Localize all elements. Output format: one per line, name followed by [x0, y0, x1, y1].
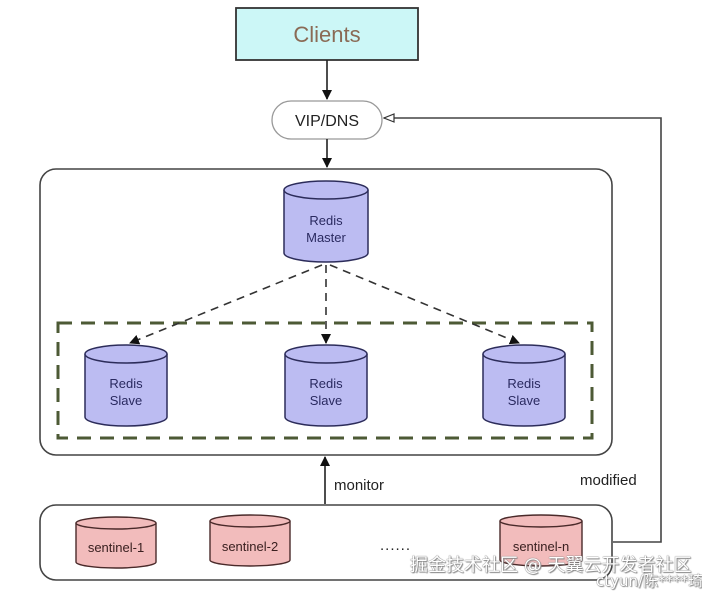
- redis-master-label-line1: Redis: [309, 213, 343, 228]
- sentinel-label: sentinel-n: [513, 539, 569, 554]
- sentinel-node: sentinel-n: [499, 514, 583, 567]
- sentinel-ellipsis: ......: [380, 537, 411, 554]
- watermark-line1: 掘金技术社区 @ 天翼云开发者社区: [410, 555, 692, 576]
- redis-slave-label-line2: Slave: [110, 393, 143, 408]
- master-to-slave-1-arrow: [129, 264, 323, 345]
- sentinel-label: sentinel-2: [222, 539, 278, 554]
- vip-dns-node: VIP/DNS: [271, 100, 383, 140]
- modified-label: modified: [580, 472, 637, 489]
- sentinel-node: sentinel-1: [75, 516, 157, 569]
- modified-return-arrow: [384, 118, 662, 543]
- redis-slave-node: Redis Slave: [482, 344, 566, 427]
- redis-slave-label-line2: Slave: [310, 393, 343, 408]
- redis-slave-label-line1: Redis: [309, 376, 343, 391]
- sentinel-node: sentinel-2: [209, 514, 291, 567]
- replication-arrows: [129, 264, 520, 345]
- redis-slave-label-line1: Redis: [109, 376, 143, 391]
- redis-slave-label-line1: Redis: [507, 376, 541, 391]
- redis-master-label-line2: Master: [306, 230, 346, 245]
- monitor-label: monitor: [334, 477, 384, 494]
- redis-slave-node: Redis Slave: [84, 344, 168, 427]
- watermark-line2: ctyun/陈****琦: [596, 572, 702, 590]
- vip-dns-label: VIP/DNS: [295, 113, 359, 130]
- clients-node: Clients: [235, 7, 419, 61]
- redis-slave-label-line2: Slave: [508, 393, 541, 408]
- sentinel-label: sentinel-1: [88, 540, 144, 555]
- sentinel-container: [39, 504, 613, 581]
- redis-master-node: Redis Master: [283, 180, 369, 263]
- redis-slave-node: Redis Slave: [284, 344, 368, 427]
- clients-label: Clients: [293, 22, 360, 47]
- master-to-slave-3-arrow: [329, 264, 520, 345]
- slave-group-box: [56, 321, 594, 440]
